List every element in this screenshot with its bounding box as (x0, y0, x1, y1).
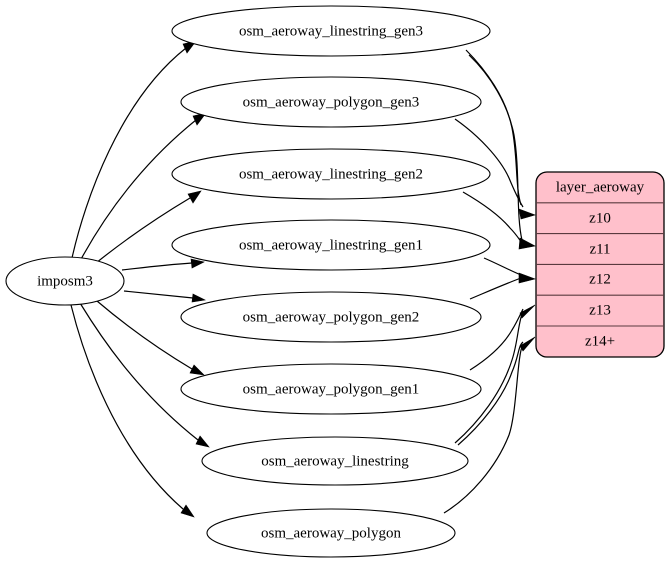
node-osm-aeroway-polygon-gen2[interactable]: osm_aeroway_polygon_gen2 (180, 291, 482, 343)
edge-linestring-to-z13 (454, 310, 524, 444)
edge-group-source-to-tables (70, 40, 210, 518)
edge-imposm3-to-polygon-gen2 (123, 290, 194, 299)
imposm3-label: imposm3 (37, 273, 93, 289)
edge-polygon-gen2-to-z12 (469, 277, 522, 300)
edge-imposm3-to-linestring (79, 302, 199, 441)
node-osm-aeroway-linestring-gen2[interactable]: osm_aeroway_linestring_gen2 (171, 148, 491, 200)
linestring-gen1-ellipse (171, 219, 491, 271)
arrowhead-linestring-gen2 (187, 190, 202, 204)
layer-aeroway-table[interactable]: layer_aeroway z10 z11 z12 z13 z14+ (535, 171, 665, 358)
layer-aeroway-row-z12[interactable]: z12 (589, 271, 611, 287)
edge-imposm3-to-linestring-gen2 (95, 197, 191, 264)
arrowhead-linestring (195, 435, 210, 448)
node-osm-aeroway-polygon-gen1[interactable]: osm_aeroway_polygon_gen1 (180, 363, 482, 415)
edge-polygon-gen3-to-z11 (468, 54, 523, 241)
arrowhead-z11 (518, 237, 536, 250)
layer-aeroway-row-z14[interactable]: z14+ (585, 333, 615, 349)
edge-imposm3-to-linestring-gen1 (121, 262, 193, 271)
node-osm-aeroway-linestring[interactable]: osm_aeroway_linestring (201, 436, 469, 486)
polygon-gen2-label: osm_aeroway_polygon_gen2 (243, 309, 420, 325)
node-osm-aeroway-polygon[interactable]: osm_aeroway_polygon (206, 508, 456, 558)
polygon-gen1-label: osm_aeroway_polygon_gen1 (243, 381, 420, 397)
polygon-ellipse (206, 508, 456, 558)
node-osm-aeroway-linestring-gen1[interactable]: osm_aeroway_linestring_gen1 (171, 219, 491, 271)
arrowhead-linestring-gen1 (190, 258, 205, 269)
layer-aeroway-row-z10[interactable]: z10 (589, 210, 611, 226)
arrowhead-z12 (518, 272, 537, 284)
layer-aeroway-row-z13[interactable]: z13 (589, 302, 611, 318)
polygon-gen3-ellipse (180, 76, 482, 128)
edge-imposm3-to-linestring-gen3 (71, 47, 187, 259)
edge-linestring-gen2-to-z11 (462, 191, 523, 244)
arrowhead-polygon-gen1 (189, 364, 205, 376)
arrowhead-z14 (519, 336, 536, 352)
node-osm-aeroway-linestring-gen3[interactable]: osm_aeroway_linestring_gen3 (171, 5, 491, 57)
layer-aeroway-header-label: layer_aeroway (556, 179, 645, 195)
linestring-gen3-ellipse (171, 5, 491, 57)
polygon-label: osm_aeroway_polygon (261, 525, 401, 541)
polygon-gen3-label: osm_aeroway_polygon_gen3 (243, 94, 420, 110)
edge-linestring-gen1-to-z12 (483, 257, 522, 276)
linestring-gen2-ellipse (171, 148, 491, 200)
edge-group-tables-to-layer (443, 49, 537, 514)
polygon-gen2-ellipse (180, 291, 482, 343)
node-osm-aeroway-polygon-gen3[interactable]: osm_aeroway_polygon_gen3 (180, 76, 482, 128)
edge-imposm3-to-polygon (70, 304, 184, 510)
linestring-ellipse (201, 436, 469, 486)
linestring-gen1-label: osm_aeroway_linestring_gen1 (239, 237, 423, 253)
arrowhead-polygon-gen2 (191, 293, 206, 303)
arrowhead-polygon (180, 504, 195, 518)
node-imposm3[interactable]: imposm3 (5, 256, 125, 306)
layer-aeroway-row-z11[interactable]: z11 (589, 241, 610, 257)
arrowhead-z10 (518, 208, 536, 220)
polygon-gen1-ellipse (180, 363, 482, 415)
linestring-label: osm_aeroway_linestring (261, 453, 409, 469)
imposm3-ellipse (5, 256, 125, 306)
edge-imposm3-to-polygon-gen1 (96, 300, 193, 370)
edge-polygon-to-z14 (443, 343, 524, 514)
linestring-gen2-label: osm_aeroway_linestring_gen2 (239, 166, 423, 182)
linestring-gen3-label: osm_aeroway_linestring_gen3 (239, 23, 423, 39)
edge-linestring-to-z14 (457, 341, 524, 446)
arrowhead-z13 (519, 304, 536, 319)
edge-imposm3-to-polygon-gen3 (79, 119, 197, 262)
